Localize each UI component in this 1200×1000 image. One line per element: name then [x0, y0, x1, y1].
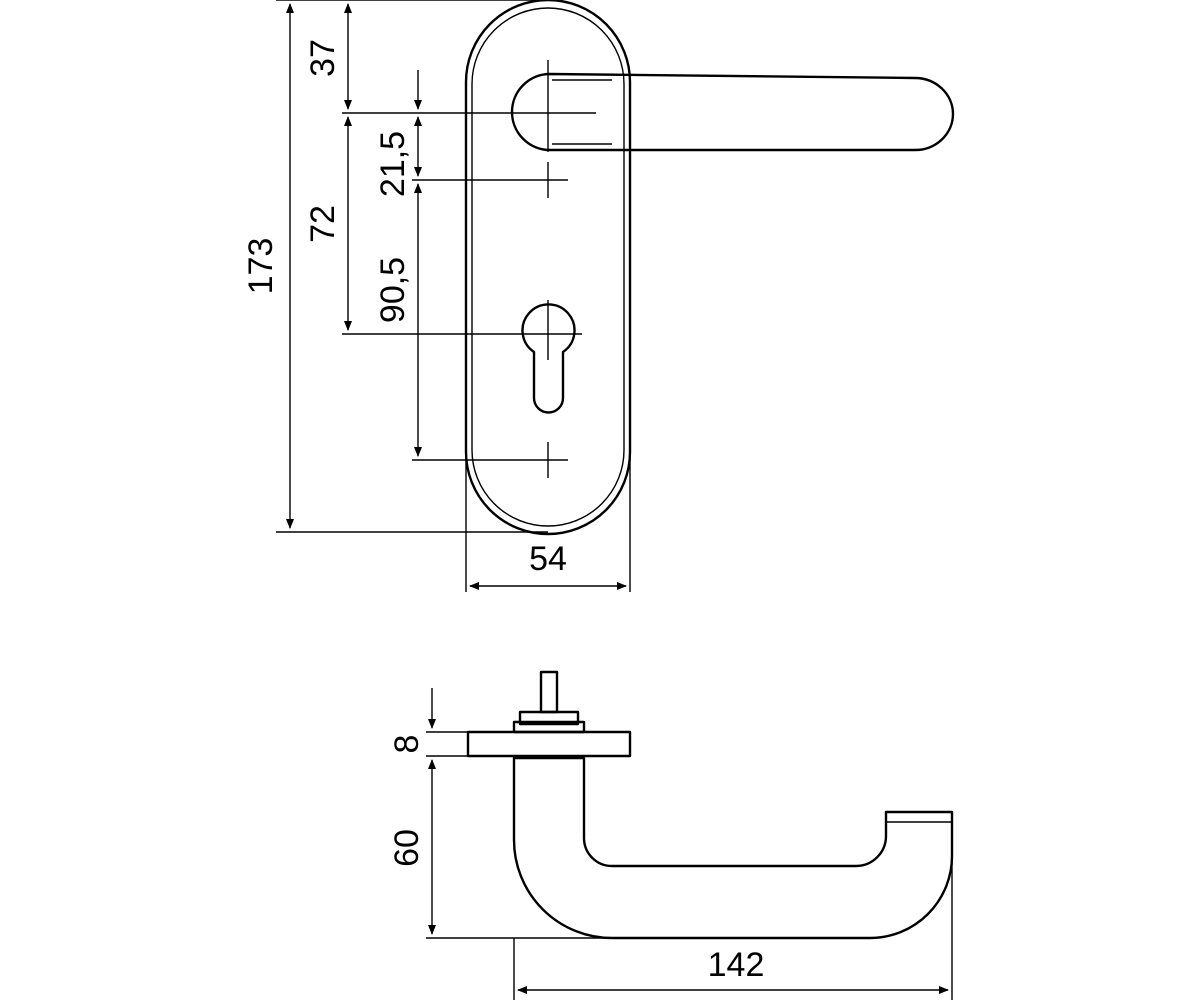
front-view: 173 37 72 21,5 90,5 54	[242, 0, 955, 592]
dim-label-54: 54	[529, 540, 567, 578]
lever-front-inner	[552, 79, 612, 145]
dim-label-90-5: 90,5	[374, 257, 412, 323]
dim-label-21-5: 21,5	[374, 131, 412, 197]
dim-label-60: 60	[388, 829, 426, 867]
dim-label-8: 8	[388, 735, 426, 754]
spindle	[539, 670, 559, 714]
lever-side	[512, 756, 954, 940]
dim-label-173: 173	[242, 238, 280, 295]
dim-label-37: 37	[304, 39, 342, 77]
spindle-nut	[518, 710, 580, 726]
side-view: 8 60 142	[388, 670, 954, 1000]
lever-front	[510, 72, 955, 152]
back-plate-inner-edge	[471, 7, 625, 527]
rose	[466, 730, 632, 758]
dim-label-142: 142	[708, 946, 765, 984]
dim-label-72: 72	[304, 205, 342, 243]
keyhole	[521, 303, 576, 414]
